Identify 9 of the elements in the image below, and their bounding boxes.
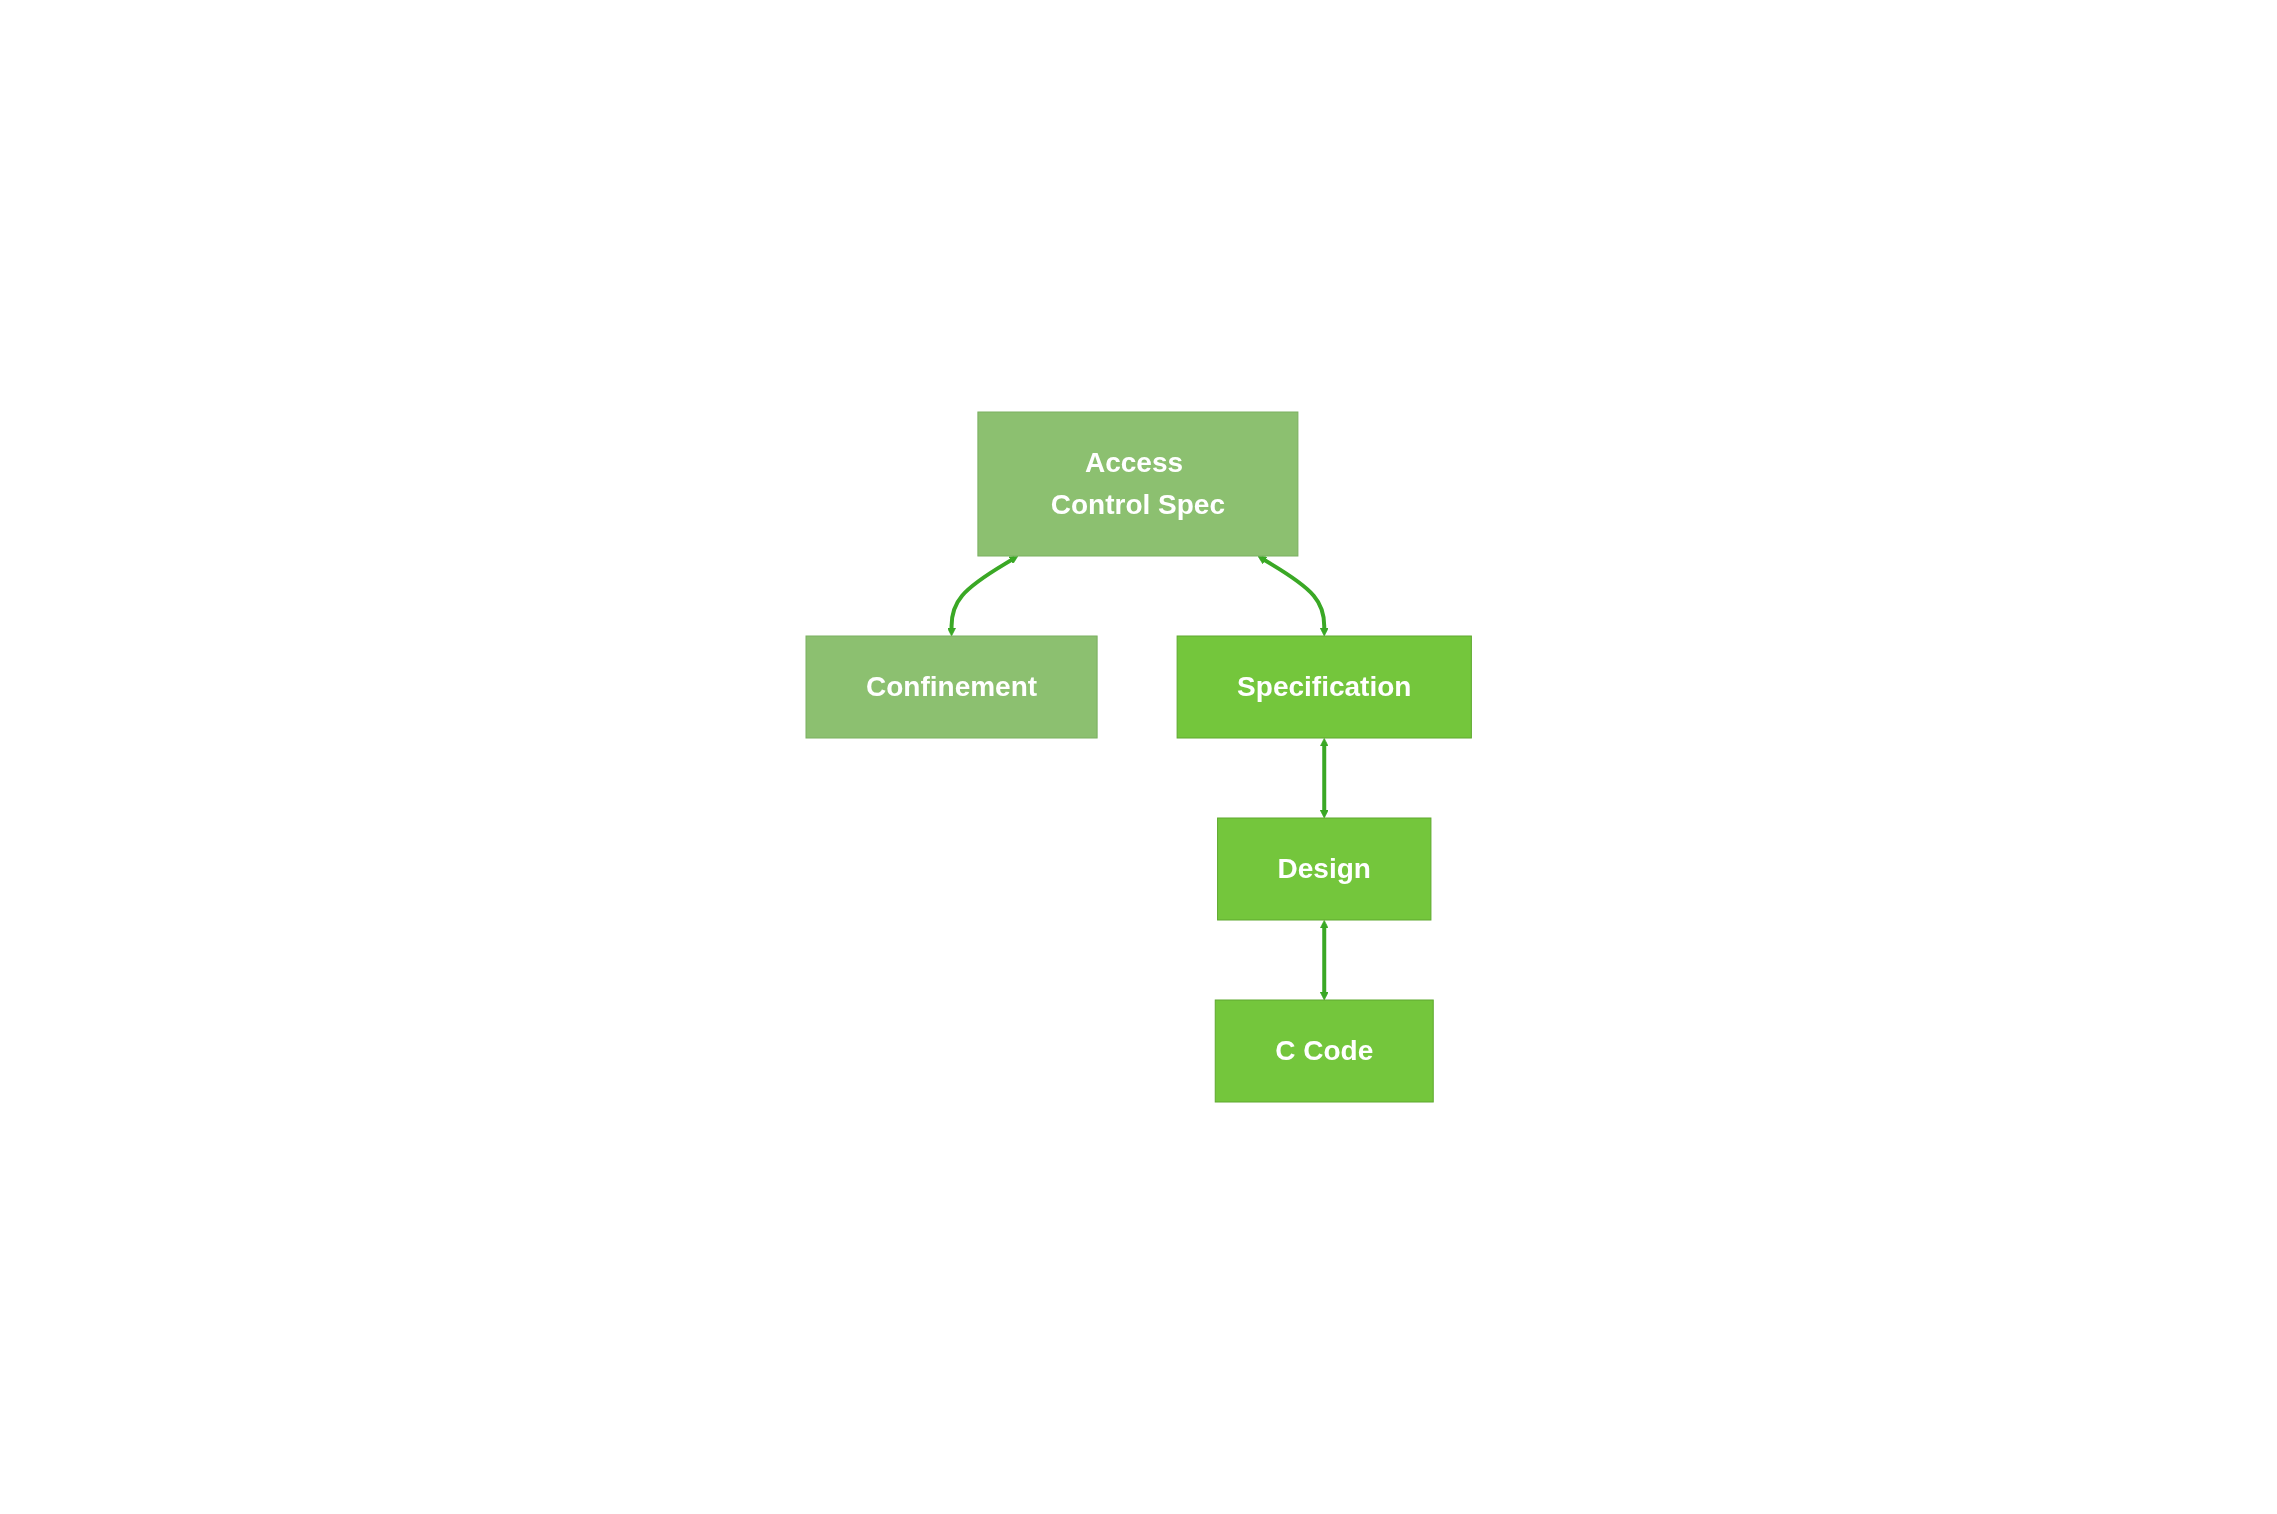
node-box: Specification: [1176, 635, 1472, 739]
arrow: [946, 555, 1018, 637]
node-box: C Code: [1214, 999, 1434, 1103]
node-box: Design: [1216, 817, 1432, 921]
node-box: Confinement: [805, 635, 1098, 739]
node-box: Access Control Spec: [977, 411, 1299, 557]
arrow: [1319, 738, 1329, 819]
arrow: [1319, 920, 1329, 1001]
arrow: [1257, 555, 1329, 637]
